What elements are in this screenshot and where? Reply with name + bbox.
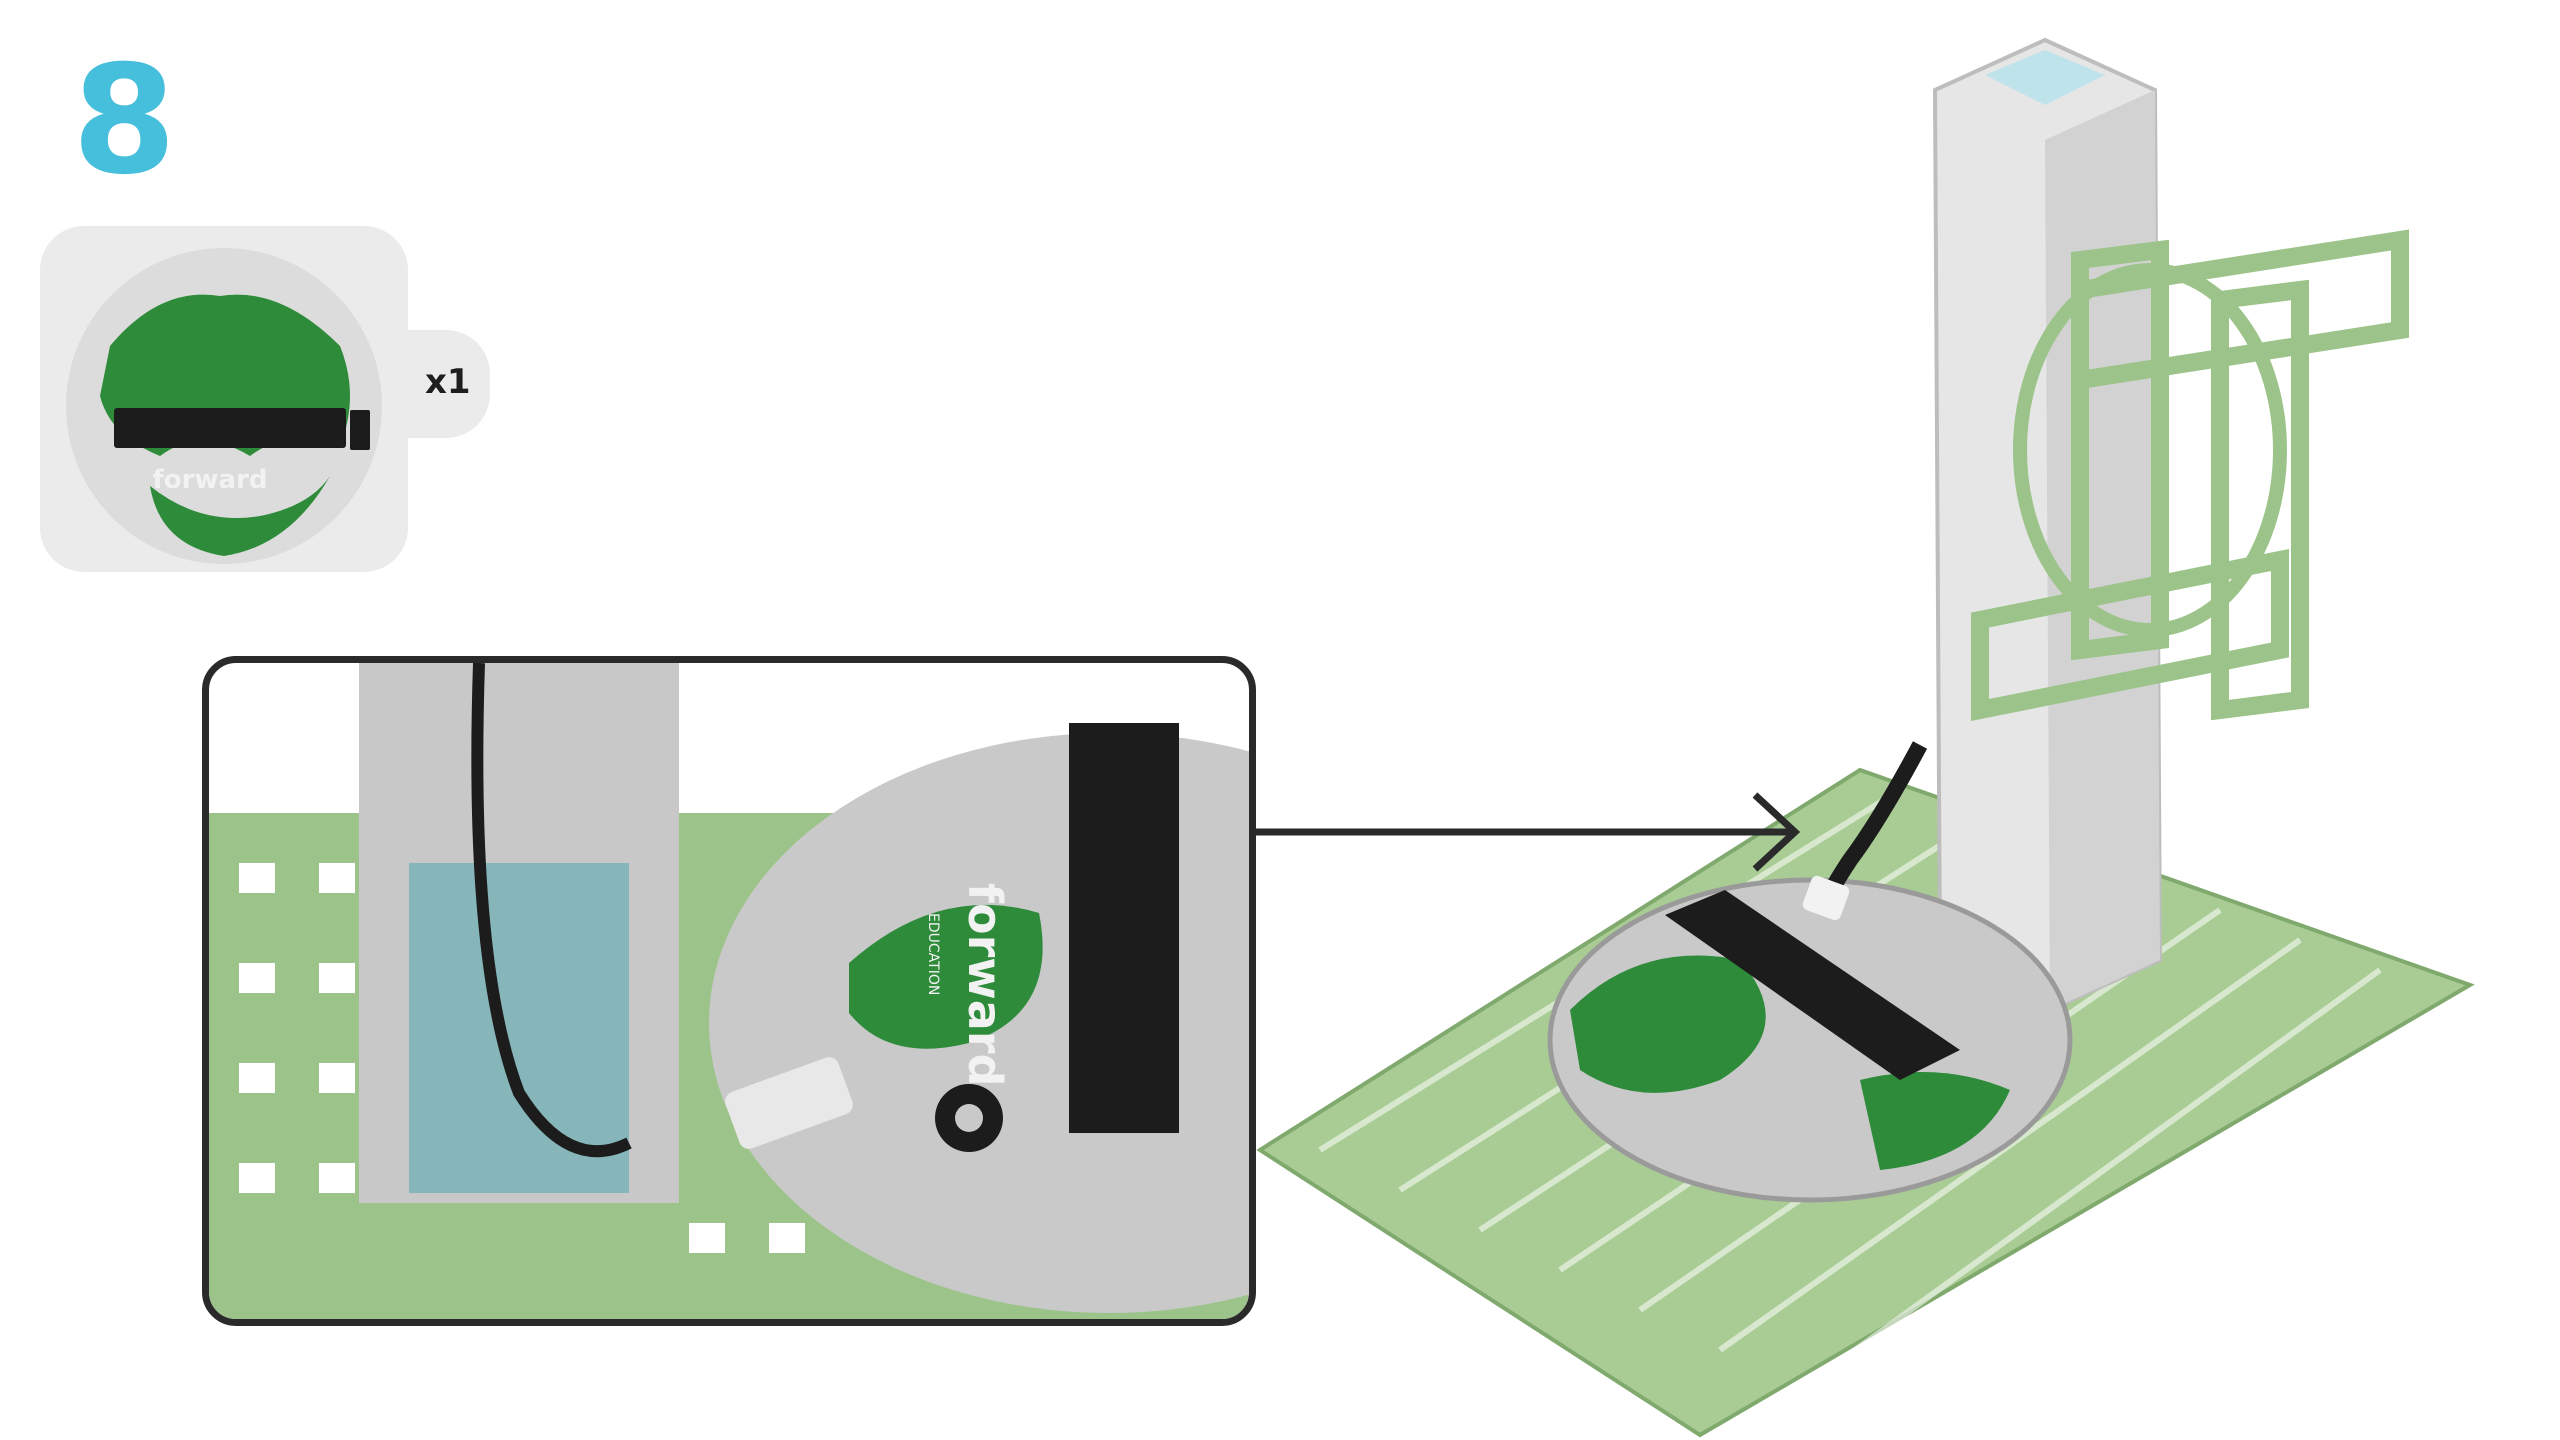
parts-list-card: forward	[40, 226, 408, 572]
step-number: 8	[72, 34, 177, 208]
edge-connector	[1665, 890, 1960, 1080]
board-part-illustration: forward	[66, 248, 382, 564]
green-cross-piece	[1971, 229, 2409, 721]
inset-edge-connector	[1069, 723, 1179, 1133]
zoom-inset: forward EDUCATION	[202, 656, 1256, 1326]
inset-board-sub-text: EDUCATION	[925, 913, 941, 995]
inset-board-brand-text: forward	[958, 883, 1012, 1086]
part-quantity: x1	[425, 362, 471, 402]
zoom-inset-illustration: forward EDUCATION	[209, 663, 1249, 1319]
board-brand-text: forward	[153, 465, 268, 495]
gear-icon	[935, 1084, 1003, 1152]
